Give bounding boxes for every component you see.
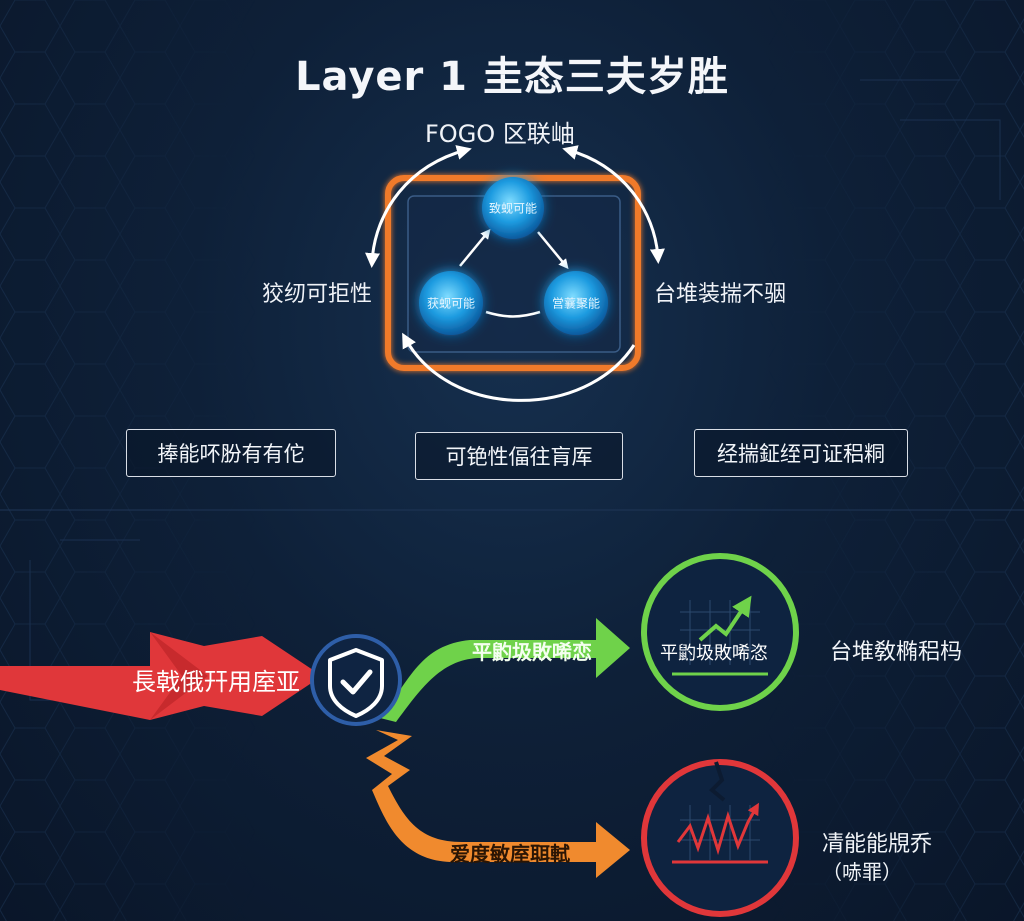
green-result-label: 台堆敎椭稆杩: [830, 640, 963, 665]
red-result-label-line2: （哧罪）: [822, 860, 902, 884]
shield-icon: [310, 634, 402, 726]
input-arrow: [0, 632, 322, 720]
node-left-label: 获蚬可能: [426, 296, 476, 311]
node-top: [482, 177, 544, 239]
red-result-circle: [641, 759, 799, 917]
node-top-label: 致蚬可能: [488, 201, 538, 216]
green-result-circle: [641, 553, 799, 711]
inner-cycle-arrows: [459, 228, 569, 318]
green-branch-label: 平䶂圾敗唏恋: [472, 640, 592, 664]
left-box-button[interactable]: 捧能吥肦有有佗: [126, 429, 336, 477]
node-left: [419, 271, 483, 335]
outer-cycle-arrows: [365, 145, 665, 402]
node-right-label: 営蘘聚能: [551, 296, 601, 311]
cycle-nodes: [419, 177, 608, 335]
cycle-left-label: 狡纫可拒性: [262, 282, 373, 307]
green-circle-text: 平䶂圾敗唏恣: [660, 643, 768, 664]
node-right: [544, 271, 608, 335]
cycle-top-label: FOGO 区联岫: [425, 120, 575, 148]
right-box-button[interactable]: 经揣鉦绖可证稆粡: [694, 429, 908, 477]
input-arrow-label: 長戟俄幵用庢亚: [132, 668, 300, 696]
cycle-right-label: 台堆装揣不骃: [654, 282, 787, 307]
orange-branch-label: 爱度敏庢聑軾: [450, 842, 570, 866]
red-result-label-line1: 凊能能覑乔: [822, 832, 933, 857]
page-title: Layer 1 圭态三夫岁胜: [295, 54, 729, 100]
middle-box-button[interactable]: 可铯性偪往肓厍: [415, 432, 623, 480]
green-branch-arrow: [380, 618, 630, 722]
orange-branch-arrow: [366, 730, 630, 878]
